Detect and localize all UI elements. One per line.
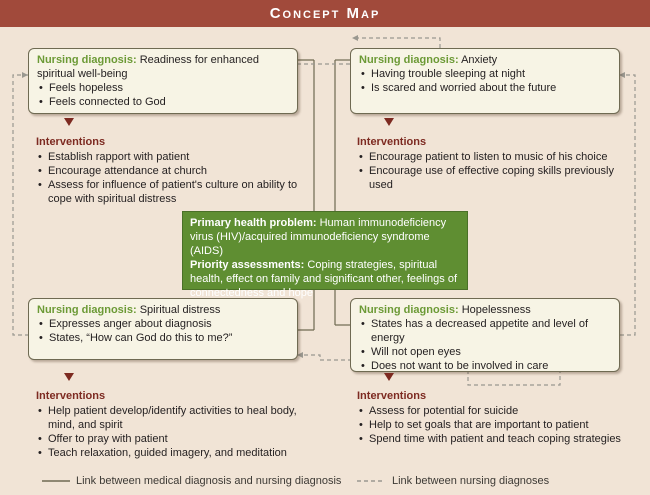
interventions-top-left: Interventions Establish rapport with pat… — [36, 135, 306, 206]
diagnosis-label: Nursing diagnosis: — [37, 54, 137, 66]
primary-problem-label: Primary health problem: — [190, 217, 317, 229]
primary-problem-box: Primary health problem: Human immunodefi… — [182, 211, 468, 299]
down-arrow-icon — [64, 118, 74, 126]
diagnosis-box-bottom-right: Nursing diagnosis: Hopelessness States h… — [350, 298, 620, 373]
interventions-bottom-left: Interventions Help patient develop/ident… — [36, 389, 316, 460]
down-arrow-icon — [384, 118, 394, 126]
priority-assessments-text: Coping strategies, spiritual health, eff… — [190, 259, 458, 299]
dashed-link — [619, 74, 636, 336]
dashed-arrowhead — [297, 352, 303, 358]
diagnosis-box-top-left: Nursing diagnosis: Readiness for enhance… — [28, 48, 298, 114]
interventions-heading: Interventions — [357, 136, 427, 148]
diagnosis-title: Readiness for enhanced spiritual well-be… — [37, 54, 259, 80]
diagnosis-findings: States has a decreased appetite and leve… — [359, 317, 611, 373]
title-banner: Concept Map — [0, 0, 650, 27]
intervention-item: Offer to pray with patient — [38, 432, 316, 446]
dashed-link — [297, 354, 350, 361]
interventions-heading: Interventions — [36, 390, 106, 402]
intervention-item: Assess for influence of patient's cultur… — [38, 178, 306, 206]
finding-item: States has a decreased appetite and leve… — [361, 317, 611, 345]
legend-solid-label: Link between medical diagnosis and nursi… — [76, 475, 342, 487]
dashed-link — [12, 74, 28, 336]
diagnosis-title: Anxiety — [461, 54, 498, 66]
down-arrow-icon — [384, 373, 394, 381]
diagnosis-label: Nursing diagnosis: — [37, 304, 137, 316]
page-title: Concept Map — [269, 5, 381, 22]
intervention-item: Assess for potential for suicide — [359, 404, 642, 418]
diagnosis-label: Nursing diagnosis: — [359, 304, 459, 316]
primary-problem-text: Human immunodeficiency virus (HIV)/acqui… — [190, 217, 447, 257]
dashed-arrowhead — [619, 72, 625, 78]
diagnosis-label: Nursing diagnosis: — [359, 54, 459, 66]
diagnosis-box-bottom-left: Nursing diagnosis: Spiritual distress Ex… — [28, 298, 298, 360]
interventions-top-right: Interventions Encourage patient to liste… — [357, 135, 627, 192]
diagnosis-title: Hopelessness — [461, 304, 531, 316]
intervention-item: Spend time with patient and teach coping… — [359, 432, 642, 446]
legend-dashed-label: Link between nursing diagnoses — [392, 475, 550, 487]
dashed-arrowhead — [22, 72, 28, 78]
intervention-item: Establish rapport with patient — [38, 150, 306, 164]
finding-item: Expresses anger about diagnosis — [39, 317, 289, 331]
finding-item: States, “How can God do this to me?” — [39, 331, 289, 345]
intervention-item: Teach relaxation, guided imagery, and me… — [38, 446, 316, 460]
dashed-arrowhead — [352, 35, 358, 41]
intervention-item: Help to set goals that are important to … — [359, 418, 642, 432]
finding-item: Having trouble sleeping at night — [361, 67, 611, 81]
priority-assessments-label: Priority assessments: — [190, 259, 305, 271]
down-arrow-icon — [64, 373, 74, 381]
diagnosis-findings: Expresses anger about diagnosis States, … — [37, 317, 289, 345]
intervention-item: Encourage patient to listen to music of … — [359, 150, 627, 164]
diagnosis-box-top-right: Nursing diagnosis: Anxiety Having troubl… — [350, 48, 620, 114]
dashed-link — [352, 37, 441, 48]
dashed-link — [467, 370, 561, 386]
intervention-item: Help patient develop/identify activities… — [38, 404, 316, 432]
diagnosis-findings: Having trouble sleeping at night Is scar… — [359, 67, 611, 95]
interventions-bottom-right: Interventions Assess for potential for s… — [357, 389, 642, 446]
diagnosis-title: Spiritual distress — [139, 304, 221, 316]
finding-item: Feels connected to God — [39, 95, 289, 109]
intervention-item: Encourage attendance at church — [38, 164, 306, 178]
intervention-item: Encourage use of effective coping skills… — [359, 164, 627, 192]
diagnosis-findings: Feels hopeless Feels connected to God — [37, 81, 289, 109]
interventions-heading: Interventions — [36, 136, 106, 148]
finding-item: Feels hopeless — [39, 81, 289, 95]
finding-item: Will not open eyes — [361, 345, 611, 359]
finding-item: Is scared and worried about the future — [361, 81, 611, 95]
finding-item: Does not want to be involved in care — [361, 359, 611, 373]
interventions-heading: Interventions — [357, 390, 427, 402]
